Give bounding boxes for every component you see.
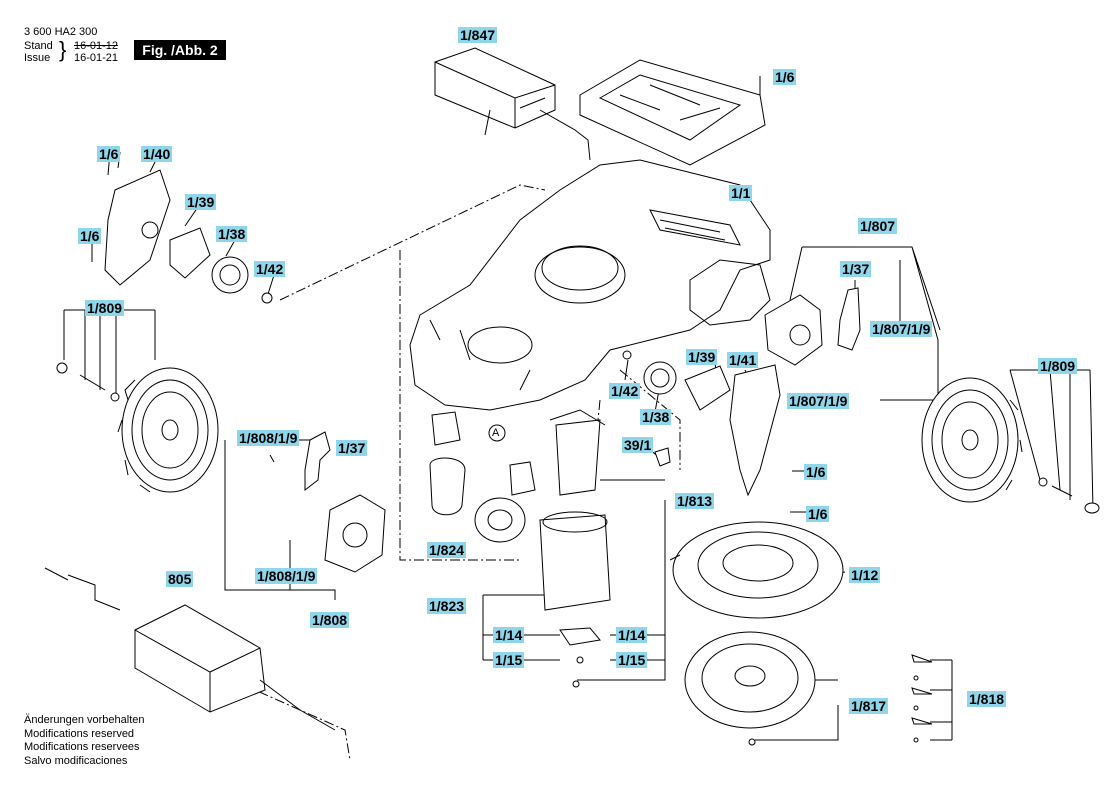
callout-1-813: 1/813	[675, 493, 715, 509]
callout-39-1: 39/1	[622, 437, 654, 453]
callout-1-40: 1/40	[141, 146, 173, 162]
stand-label: Stand	[24, 40, 53, 52]
callout-1-37: 1/37	[336, 440, 368, 456]
issue-label: Issue	[24, 52, 51, 64]
guard-disc	[669, 521, 844, 619]
callout-1-14: 1/14	[493, 627, 525, 643]
left-motor-bracket	[104, 169, 273, 304]
callout-1-847: 1/847	[458, 27, 498, 43]
callout-1-808-1-9: 1/808/1/9	[255, 568, 318, 584]
callout-1-807: 1/807	[858, 218, 898, 234]
callout-1-6: 1/6	[806, 506, 830, 522]
right-wheel	[921, 377, 1100, 514]
callout-1-15: 1/15	[616, 652, 648, 668]
callout-1-824: 1/824	[427, 542, 467, 558]
stand-date: 16-01-12	[74, 40, 119, 52]
callout-1-823: 1/823	[427, 598, 467, 614]
callout-1-807-1-9: 1/807/1/9	[787, 393, 850, 409]
callout-1-808: 1/808	[310, 612, 350, 628]
blade-disc	[684, 631, 816, 746]
note-line: Modifications reserved	[24, 727, 135, 740]
callout-1-14: 1/14	[616, 627, 648, 643]
callout-1-37: 1/37	[840, 261, 872, 277]
callout-1-38: 1/38	[640, 409, 672, 425]
callout-1-818: 1/818	[967, 691, 1007, 707]
callout-1-39: 1/39	[185, 194, 217, 210]
battery-pack	[434, 47, 591, 161]
left-wheel	[56, 362, 219, 493]
power-supply	[44, 567, 336, 731]
callout-1-809: 1/809	[1038, 358, 1078, 374]
callout-1-807-1-9: 1/807/1/9	[870, 321, 933, 337]
callout-1-39: 1/39	[686, 349, 718, 365]
callout-1-1: 1/1	[729, 185, 753, 201]
figure-label: Fig. /Abb. 2	[134, 40, 226, 60]
callout-1-6: 1/6	[97, 146, 121, 162]
cutting-motor	[539, 409, 611, 688]
callout-1-6: 1/6	[804, 464, 828, 480]
right-gear-assembly	[622, 287, 861, 497]
note-line: Salvo modificaciones	[24, 754, 128, 767]
blades	[911, 654, 933, 743]
callout-1-42: 1/42	[254, 261, 286, 277]
callout-1-809: 1/809	[85, 300, 125, 316]
caster-wheel	[429, 411, 536, 543]
circuit-board	[579, 59, 766, 166]
note-line: Modifications reservees	[24, 741, 140, 753]
callout-1-15: 1/15	[493, 652, 525, 668]
modifications-notice: Änderungen vorbehalten Modifications res…	[24, 714, 144, 768]
callout-1-6: 1/6	[773, 69, 797, 85]
issue-date: 16-01-21	[74, 52, 119, 64]
callout-1-12: 1/12	[849, 567, 881, 583]
brace: }	[59, 37, 67, 62]
callout-805: 805	[166, 571, 194, 587]
callout-1-808-1-9: 1/808/1/9	[237, 430, 300, 446]
marker-a: A	[492, 427, 500, 439]
callout-1-41: 1/41	[727, 352, 759, 368]
callout-1-817: 1/817	[849, 698, 889, 714]
document-number: 3 600 HA2 300	[24, 26, 98, 38]
callout-1-6: 1/6	[78, 228, 102, 244]
left-lower-gear	[304, 431, 386, 573]
note-line: Änderungen vorbehalten	[24, 714, 145, 726]
main-housing	[409, 159, 771, 411]
callout-1-42: 1/42	[609, 383, 641, 399]
callout-1-38: 1/38	[216, 226, 248, 242]
marker-a-circle	[488, 424, 506, 442]
